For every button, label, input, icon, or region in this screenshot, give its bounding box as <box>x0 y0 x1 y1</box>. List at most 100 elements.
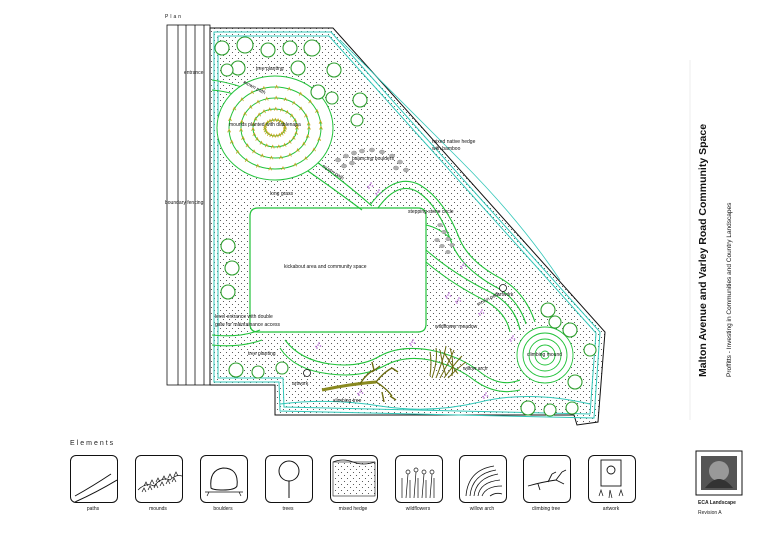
tree <box>260 42 276 58</box>
wildflower <box>482 312 485 314</box>
legend-box-climbing-tree <box>523 455 571 503</box>
wildflower <box>378 189 380 191</box>
mound-mark <box>229 139 234 144</box>
mound-mark <box>319 125 323 130</box>
mound-mark <box>285 109 290 114</box>
boulder <box>335 157 341 163</box>
label-stepping-stone: stepping stone circle <box>408 209 454 215</box>
tree <box>275 361 289 375</box>
mound-mark <box>239 119 244 124</box>
wildflower <box>315 345 317 348</box>
tree <box>303 39 321 57</box>
wildflower <box>460 265 462 268</box>
boulder <box>389 153 395 159</box>
wildflower-clusters <box>315 182 516 399</box>
wildflower <box>317 344 319 346</box>
tree <box>548 315 562 329</box>
mound-mark <box>276 117 280 123</box>
legend-label-paths: paths <box>86 506 100 512</box>
mound-mark <box>262 109 266 114</box>
legend-box-artwork <box>588 455 636 503</box>
mound-mark <box>281 129 286 134</box>
mound-mark <box>270 144 275 149</box>
wildflower <box>479 314 481 316</box>
kickabout-area <box>249 207 427 333</box>
label-with-bamboo: with bamboo <box>432 146 461 152</box>
wildflower <box>449 295 452 297</box>
mound-mark <box>317 136 322 141</box>
wildflower <box>445 295 447 298</box>
wildflower <box>361 392 364 394</box>
wildflower <box>462 264 464 266</box>
wildflower <box>368 187 370 189</box>
label-tree-planting-bottom: tree planting <box>248 351 276 357</box>
tree <box>220 63 234 77</box>
mound-mark <box>306 121 311 126</box>
label-climbing-mound: climbing mound <box>527 352 562 358</box>
legend-label-trees: trees <box>282 506 294 512</box>
mound-mark <box>239 127 243 132</box>
mound-mark <box>273 106 278 111</box>
mound-mark <box>289 113 294 118</box>
wildflower <box>484 394 486 396</box>
boulder <box>393 165 399 171</box>
path-icon <box>74 473 117 502</box>
stepping-stone <box>437 222 443 227</box>
wildflower <box>316 347 318 349</box>
label-climbing-tree: climbing tree <box>333 398 362 404</box>
wildflower <box>461 267 463 269</box>
mound-mark <box>277 132 282 137</box>
mound-mark <box>257 112 262 117</box>
legend-box-willow-arch <box>459 455 507 503</box>
mound-mark <box>256 99 260 104</box>
mound-mark <box>279 131 284 136</box>
tree <box>583 343 597 357</box>
climbing-tree <box>321 361 399 403</box>
artwork-markers <box>303 284 507 377</box>
plan-heading: Plan <box>165 14 183 20</box>
label-tree-planting-top: tree planting <box>256 66 284 72</box>
mound-mark <box>304 113 308 118</box>
wildflower <box>486 395 489 397</box>
legend-label-wildflowers: wildflowers <box>405 506 431 512</box>
tree <box>228 362 244 378</box>
mound-mark <box>279 107 284 112</box>
mound-mark <box>262 85 266 90</box>
elements-heading: Elements <box>70 440 116 447</box>
tree <box>540 302 556 318</box>
wildflower <box>464 265 467 267</box>
mound-mark <box>293 117 297 122</box>
wildflower <box>511 337 513 339</box>
mound-mark <box>318 119 323 124</box>
mound-mark <box>276 144 281 149</box>
stepping-stone <box>449 242 455 247</box>
wildflower <box>512 335 514 337</box>
mound-mark <box>264 96 269 101</box>
tree <box>326 62 342 78</box>
mound-mark <box>288 152 292 157</box>
mound-mark <box>281 165 285 171</box>
label-entrance: entrance <box>184 70 204 76</box>
mound-mark <box>283 125 287 130</box>
mound-mark <box>260 153 265 158</box>
stepping-stone <box>439 243 445 248</box>
tree <box>562 322 578 338</box>
mound-mark <box>263 128 268 133</box>
legend-label-mounds: mounds <box>149 506 167 512</box>
tree <box>220 284 236 300</box>
wildflower <box>412 339 414 341</box>
mound-mark <box>282 142 287 147</box>
wildflower <box>463 262 465 264</box>
mound-mark <box>274 84 279 89</box>
wildflower <box>456 302 458 304</box>
mound-mark <box>312 147 316 152</box>
boulder <box>369 147 375 153</box>
wildflower <box>413 342 416 344</box>
label-level-entrance-1: level entrance with double <box>215 314 273 320</box>
willow-arch-icon <box>465 465 503 497</box>
wildflower <box>357 392 359 395</box>
mound-mark <box>253 116 258 121</box>
mound-mark <box>252 132 257 137</box>
mound-mark <box>301 141 306 146</box>
boulder <box>403 167 409 173</box>
